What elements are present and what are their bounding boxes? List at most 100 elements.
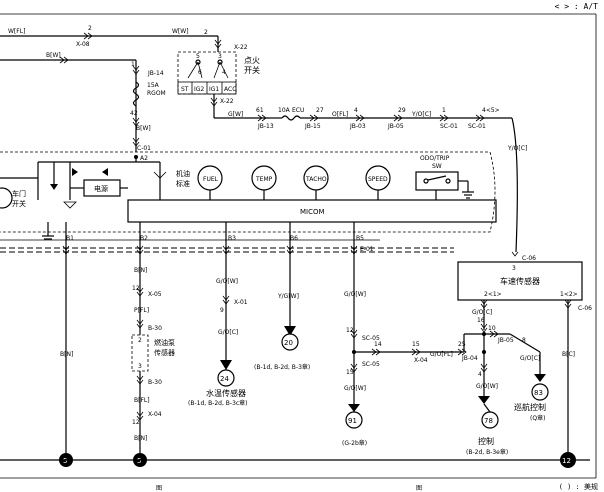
ref-91: 91 — [348, 417, 357, 425]
a2-label: A2 — [140, 155, 148, 162]
fuel-pump-2: 传感器 — [154, 348, 175, 357]
b-w-wire: B[W] X-05 — [0, 52, 136, 64]
b3-label: B3 — [228, 235, 236, 242]
ctrl-pin-10: 10 — [488, 325, 496, 332]
ctrl-g-o-w: G/O[W] — [476, 383, 498, 390]
rgom-wire-label: B[W] — [136, 125, 151, 132]
b5-pin-15: 15 — [412, 341, 420, 348]
sc01-label-b: SC-01 — [468, 123, 486, 130]
page-header: < > : A/T — [554, 2, 598, 11]
odo-line1: ODO/TRIP — [420, 155, 450, 162]
ctrl-pin-4: 4 — [478, 371, 482, 378]
w-w-label: W[W] — [172, 28, 189, 35]
fuel-pump-1: 燃油泵 — [154, 338, 175, 347]
ground-bus: B1 B2 B3 B6 B5 E-01 — [0, 222, 454, 253]
b5-x04: X-04 — [414, 357, 428, 364]
page-footer: ( ) : 美规 — [558, 483, 598, 491]
b6-wire: Y/G[W] 20 (B-1d, B-2d, B-3章) — [254, 222, 310, 371]
ecu-right-pin: 27 — [316, 107, 324, 114]
ctrl-pin-25: 25 — [458, 341, 466, 348]
b3-b-o-c: G/O[C] — [218, 329, 238, 336]
control-title: 控制 — [478, 436, 494, 446]
pin-2-label: 2 — [88, 25, 92, 32]
ign-pin-3: 3 — [218, 53, 222, 60]
speed-sensor-pin3: 3 — [512, 265, 516, 272]
ecu-right-conn: JB-15 — [304, 123, 321, 130]
b5-g-o-w: G/O[W] — [344, 291, 366, 298]
x08-label: X-08 — [76, 41, 90, 48]
ign-connector-label: X-22 — [234, 44, 248, 51]
b2-pump-pin3: 3 — [138, 363, 142, 370]
ign-acc: ACC — [224, 86, 236, 93]
oil-lamp-2: 标准 — [176, 179, 190, 188]
y-o-c-top-label: Y/O[C] — [411, 111, 431, 118]
pin-1-label: 1 — [442, 107, 446, 114]
b2-pump-pin2: 2 — [138, 337, 142, 344]
c06-top: C-06 — [522, 255, 536, 262]
b2-pin-12: 12 — [132, 285, 140, 292]
speed-pin-1-2: 1<2> — [560, 291, 578, 298]
right-b-c: B[C] — [562, 351, 575, 358]
power-label: 电源 — [94, 184, 108, 193]
pin-29-label: 29 — [398, 107, 406, 114]
c06-right: C-06 — [578, 305, 592, 312]
ref-91-chapter: (G-2b章) — [342, 439, 367, 447]
footnote-1: 图 — [156, 485, 162, 492]
w-fl-wire: W[FL] 2 X-08 W[W] X-05 X-22 2 — [0, 25, 248, 52]
b2-b30-b: B-30 — [148, 379, 162, 386]
footnote-2: 图 — [416, 485, 422, 492]
speed-sensor: C-06 3 车速传感器 2<1> 1<2> C-06 G/O[C] — [457, 251, 592, 316]
ign-pin-4: 4 — [222, 69, 226, 76]
b1-label: B1 — [66, 235, 74, 242]
b2-b-fl: B[FL] — [134, 397, 150, 404]
ctrl-g-o-c: G/O[C] — [520, 355, 540, 362]
b5-pin-15b: 15 — [346, 369, 354, 376]
b2-b-n-lower: B[N] — [134, 435, 147, 442]
right-ground: B[C] 12 — [0, 300, 590, 468]
ecu-left-conn: JB-13 — [257, 123, 274, 130]
b3-pin-9: 9 — [220, 307, 224, 314]
gauge-fuel: FUEL — [203, 176, 219, 183]
rgom-fuse-symbol — [132, 81, 140, 107]
b2-wire: B[N] 12 X-05 P[FL] B-30 2 3 燃油泵 传感器 B-30… — [131, 222, 175, 467]
ecu-left-pin: 61 — [256, 107, 264, 114]
b1-wire: B[N] 5 — [59, 222, 73, 467]
jb03-label: JB-03 — [349, 123, 366, 130]
b2-x05: X-05 — [148, 291, 162, 298]
speed-pin-2-1: 2<1> — [484, 291, 502, 298]
b5-g-o-w-lower: G/O[W] — [344, 385, 366, 392]
ecu-fuse-name: ECU — [292, 107, 304, 114]
b2-x04: X-04 — [148, 411, 162, 418]
micom-label: MICOM — [300, 208, 325, 216]
door-label-2: 开关 — [12, 199, 26, 208]
ref-12: 12 — [562, 457, 571, 465]
b1-wire-label: B[N] — [60, 351, 73, 358]
b2-wire-label: B[N] — [134, 267, 147, 274]
ign-pin-5: 5 — [196, 53, 200, 60]
b5-wire: G/O[W] 12 SC-05 14 15 X-04 G/O[FL] SC-05… — [342, 222, 464, 447]
ctrl-jb04: JB-04 — [461, 355, 478, 362]
gauge-temp: TEMP — [255, 176, 273, 183]
rgom-fuse-line: 1 JB-14 15A RGOM 42 B[W] C-01 A2 — [130, 60, 166, 162]
ecu-fuse-symbol — [281, 115, 301, 121]
ctrl-pin-8: 8 — [522, 337, 526, 344]
ref-5-a: 5 — [63, 457, 67, 465]
gauge-tacho: TACHO — [305, 176, 327, 183]
odo-line2: SW — [432, 163, 442, 170]
c01-top-label: C-01 — [137, 145, 151, 152]
speed-g-o-c: G/O[C] — [472, 309, 492, 316]
b2-label: B2 — [140, 235, 148, 242]
ref-20: 20 — [284, 339, 293, 347]
b2-pin-12b: 12 — [132, 419, 140, 426]
ign-ig1: IG1 — [209, 86, 219, 93]
pin-4-label: 4 — [354, 107, 358, 114]
g-w-wire: G[W] 61 JB-13 10A ECU 27 JB-15 O[FL] 4 J… — [214, 107, 527, 253]
water-temp-title: 水温传感器 — [206, 388, 246, 398]
ctrl-pin-16: 16 — [477, 317, 485, 324]
w-fl-label: W[FL] — [8, 28, 25, 35]
b6-y-g-w: Y/G[W] — [277, 293, 299, 300]
rgom-upper-pin: 1 — [131, 61, 135, 68]
gauge-speed: SPEED — [368, 176, 388, 183]
b5-sc05-b: SC-05 — [362, 361, 380, 368]
control-branch: 16 JB-05 10 4 JB-04 25 G/O[W] 78 控制 (B-2… — [457, 300, 549, 456]
